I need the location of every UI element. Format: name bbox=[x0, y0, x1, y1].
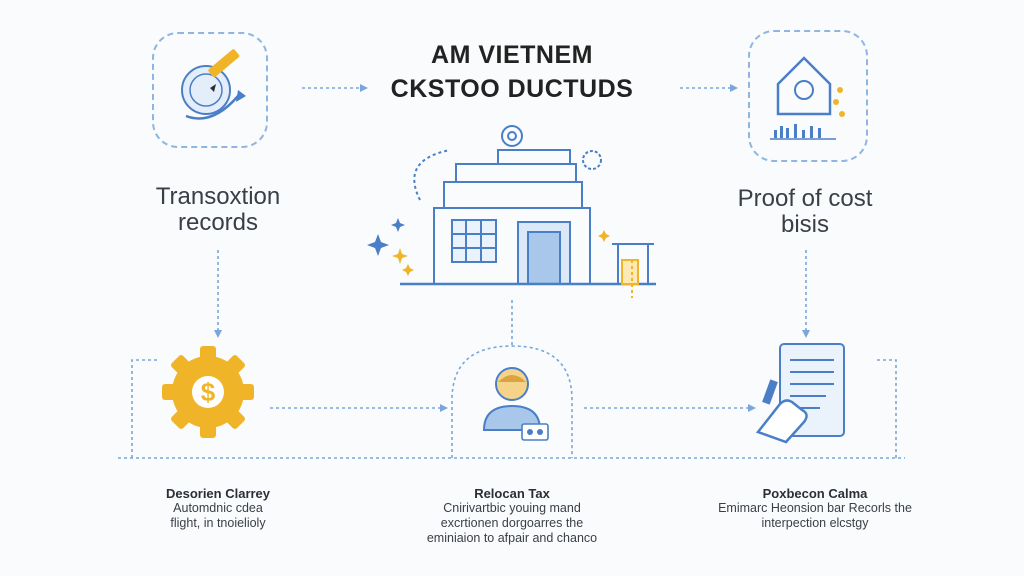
transaction-records-line-2: records bbox=[177, 209, 259, 236]
caption-left-title: Desorien Clarrey bbox=[165, 486, 271, 501]
proof-of-cost-line-1: Proof of cost bbox=[737, 185, 873, 212]
transaction-records-line-1: Transoxtion bbox=[155, 183, 281, 210]
caption-center-title: Relocan Tax bbox=[474, 486, 550, 501]
title-line-1: AM VIETNEM bbox=[431, 41, 593, 69]
caption-left-desc-1: Automdnic cdea bbox=[173, 501, 263, 515]
building-illustration bbox=[367, 125, 656, 298]
caption-right-title: Poxbecon Calma bbox=[762, 486, 868, 501]
caption-center: Relocan Tax Cnirivartbic youing mand exc… bbox=[392, 486, 632, 546]
caption-center-desc-1: Cnirivartbic youing mand bbox=[443, 501, 581, 515]
caption-left-desc-2: flight, in tnoielioly bbox=[170, 516, 266, 530]
house-chart-icon bbox=[770, 56, 845, 140]
title-line-2: CKSTOO DUCTUDS bbox=[390, 75, 634, 103]
proof-of-cost-card bbox=[748, 30, 868, 162]
coin-pen-icon bbox=[181, 49, 246, 120]
caption-right-desc-2: interpection elcstgy bbox=[761, 516, 869, 530]
caption-right: Poxbecon Calma Emimarc Heonsion bar Reco… bbox=[690, 486, 940, 531]
person-avatar-icon bbox=[482, 367, 549, 441]
caption-left: Desorien Clarrey Automdnic cdea flight, … bbox=[118, 486, 318, 531]
transaction-records-label: Transoxtion records bbox=[118, 184, 318, 236]
proof-of-cost-label: Proof of cost bisis bbox=[700, 186, 910, 238]
caption-center-desc-3: eminiaion to afpair and chanco bbox=[426, 531, 598, 545]
svg-text:$: $ bbox=[201, 377, 216, 407]
proof-of-cost-line-2: bisis bbox=[780, 211, 829, 238]
caption-center-desc-2: excrtionen dorgoarres the bbox=[440, 516, 584, 530]
gear-dollar-icon: $ bbox=[162, 346, 254, 438]
page-title: AM VIETNEM CKSTOO DUCTUDS bbox=[312, 38, 712, 106]
document-hand-icon bbox=[755, 343, 845, 444]
transaction-records-card bbox=[152, 32, 268, 148]
caption-right-desc-1: Emimarc Heonsion bar Recorls the bbox=[718, 501, 912, 515]
